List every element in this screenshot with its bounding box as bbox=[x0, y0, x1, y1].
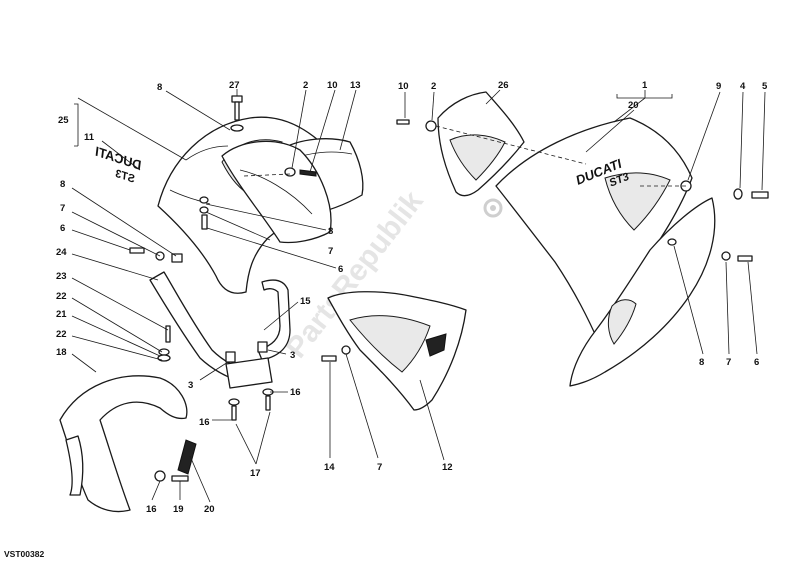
callout-20: 20 bbox=[204, 504, 215, 515]
callout-7: 7 bbox=[377, 462, 382, 473]
callout-20: 20 bbox=[628, 100, 639, 111]
callout-8: 8 bbox=[60, 179, 65, 190]
callout-24: 24 bbox=[56, 247, 67, 258]
callout-10: 10 bbox=[327, 80, 338, 91]
callout-7: 7 bbox=[60, 203, 65, 214]
callout-25: 25 bbox=[58, 115, 69, 126]
callout-17: 17 bbox=[250, 468, 261, 479]
callout-1: 1 bbox=[642, 80, 648, 91]
callout-22: 22 bbox=[56, 329, 67, 340]
callout-8: 8 bbox=[699, 357, 704, 368]
callout-16: 16 bbox=[146, 504, 157, 515]
callout-4: 4 bbox=[740, 81, 746, 92]
fairing-decal-model: ST3 bbox=[114, 168, 137, 186]
front-mudguard bbox=[59, 375, 188, 513]
callout-6: 6 bbox=[754, 357, 759, 368]
callout-19: 19 bbox=[173, 504, 184, 515]
fasteners bbox=[129, 95, 769, 482]
callout-2: 2 bbox=[303, 80, 308, 91]
callout-2: 2 bbox=[431, 81, 436, 92]
callout-7: 7 bbox=[726, 357, 731, 368]
callout-16: 16 bbox=[290, 387, 301, 398]
callout-14: 14 bbox=[324, 462, 335, 473]
callout-15: 15 bbox=[300, 296, 311, 307]
leader-lines bbox=[71, 89, 766, 503]
callout-27: 27 bbox=[229, 80, 240, 91]
rubber-strip bbox=[177, 439, 197, 475]
callout-6: 6 bbox=[60, 223, 65, 234]
callout-8: 8 bbox=[157, 82, 162, 93]
callout-10: 10 bbox=[398, 81, 409, 92]
watermark-gear-icon bbox=[483, 198, 503, 218]
callout-18: 18 bbox=[56, 347, 67, 358]
callout-labels: 25 11 8 27 2 10 13 8 7 6 24 23 22 21 22 … bbox=[56, 80, 768, 515]
callout-12: 12 bbox=[442, 462, 453, 473]
inner-duct bbox=[221, 140, 332, 244]
callout-21: 21 bbox=[56, 309, 67, 320]
side-fairing: DUCATI ST3 bbox=[495, 117, 693, 346]
callout-23: 23 bbox=[56, 271, 67, 282]
fairing-bracket bbox=[149, 271, 291, 389]
callout-11: 11 bbox=[84, 132, 95, 143]
callout-6: 6 bbox=[338, 264, 343, 275]
callout-3: 3 bbox=[188, 380, 193, 391]
lower-side-fairing bbox=[569, 197, 716, 387]
callout-7: 7 bbox=[328, 246, 333, 257]
reference-code: VST00382 bbox=[4, 549, 45, 559]
callout-16: 16 bbox=[199, 417, 210, 428]
belly-panel bbox=[327, 291, 467, 411]
callout-3: 3 bbox=[290, 350, 295, 361]
centre-duct bbox=[437, 91, 525, 197]
fairing-decal: DUCATI ST3 bbox=[93, 144, 144, 186]
callout-13: 13 bbox=[350, 80, 361, 91]
callout-8: 8 bbox=[328, 226, 333, 237]
callout-9: 9 bbox=[716, 81, 721, 92]
callout-22: 22 bbox=[56, 291, 67, 302]
callout-5: 5 bbox=[762, 81, 768, 92]
callout-26: 26 bbox=[498, 80, 509, 91]
